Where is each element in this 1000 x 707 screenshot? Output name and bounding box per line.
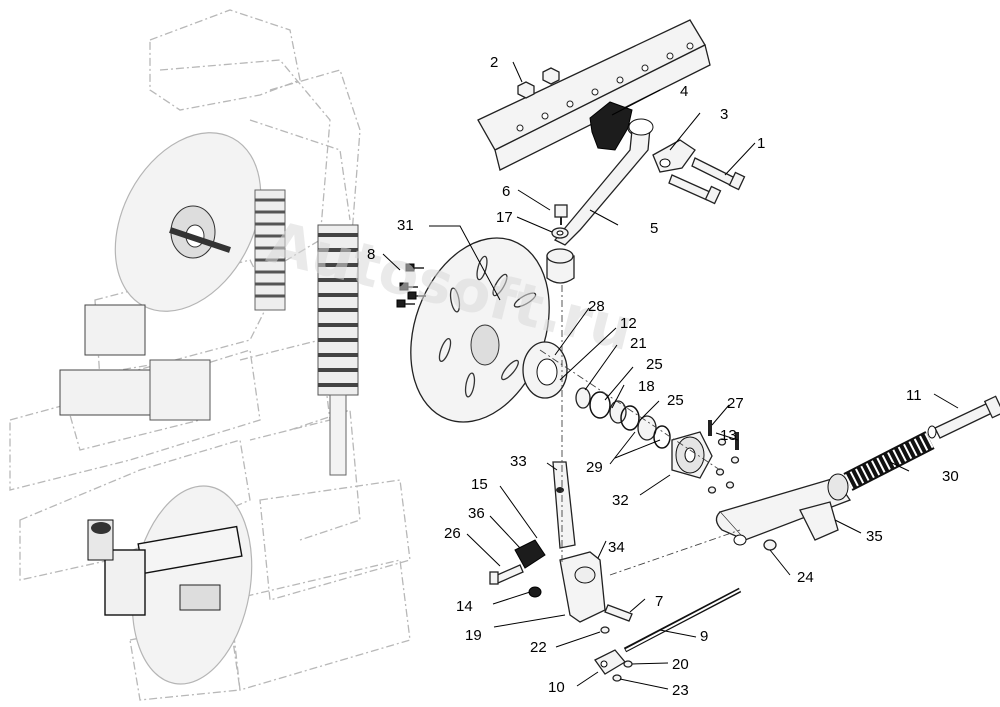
screws-part-8: [396, 263, 426, 308]
rod-part-9: [623, 587, 742, 653]
bearing-rings: [575, 387, 671, 449]
lower-left-disc: [87, 485, 253, 685]
link-part-10: [594, 649, 626, 675]
callout-23: 23: [672, 682, 689, 699]
callout-1: 1: [757, 135, 765, 152]
spring-assembly-right: [317, 224, 359, 476]
bolt-part-26: [489, 564, 524, 585]
callout-24: 24: [797, 569, 814, 586]
flange-part-28: [522, 341, 568, 399]
pins-parts-20-22-23: [600, 626, 633, 682]
callout-21: 21: [630, 335, 647, 352]
bolt-part-6: [554, 204, 568, 225]
callout-6: 6: [502, 183, 510, 200]
washer-part-17: [551, 227, 569, 239]
callout-25b: 25: [667, 392, 684, 409]
callout-34: 34: [608, 539, 625, 556]
callout-33: 33: [510, 453, 527, 470]
callout-25a: 25: [646, 356, 663, 373]
assembly-axes: [539, 285, 741, 576]
callout-2: 2: [490, 54, 498, 71]
callout-4: 4: [680, 83, 688, 100]
bushing: [546, 248, 575, 284]
nut-part-14: [528, 586, 542, 598]
callout-32: 32: [612, 492, 629, 509]
callout-14: 14: [456, 598, 473, 615]
tube-part-35: [715, 473, 852, 546]
callout-labels: 1 2 3 4 5 6 7 8 9 10 11 12 13 14 15 17 1…: [367, 54, 959, 699]
callout-8: 8: [367, 246, 375, 263]
callout-26: 26: [444, 525, 461, 542]
callout-7: 7: [655, 593, 663, 610]
callout-22: 22: [530, 639, 547, 656]
nuts-part-2: [517, 67, 560, 99]
callout-30: 30: [942, 468, 959, 485]
callout-29: 29: [586, 459, 603, 476]
callout-28: 28: [588, 298, 605, 315]
bolt-part-11: [927, 395, 1000, 439]
callout-13: 13: [720, 427, 737, 444]
callout-35: 35: [866, 528, 883, 545]
bolts-part-1: [668, 157, 746, 205]
callout-15: 15: [471, 476, 488, 493]
callout-31: 31: [397, 217, 414, 234]
callout-leaders: [382, 61, 959, 690]
block-part-34: [559, 551, 606, 623]
callout-20: 20: [672, 656, 689, 673]
callout-19: 19: [465, 627, 482, 644]
arm-part-5: [553, 118, 654, 246]
callout-10: 10: [548, 679, 565, 696]
bolt-part-7: [604, 604, 633, 622]
upper-left-disc: [114, 132, 262, 312]
callout-12: 12: [620, 315, 637, 332]
pin-part-24: [763, 539, 777, 551]
rod-part-33: [552, 461, 576, 549]
pin-part-27: [708, 420, 739, 450]
hub-part-32: [671, 431, 713, 479]
callout-17: 17: [496, 209, 513, 226]
spring-part-30: [843, 431, 935, 491]
callout-27: 27: [727, 395, 744, 412]
nuts-part-13: [707, 438, 740, 494]
callout-18: 18: [638, 378, 655, 395]
spring-assembly-left: [254, 189, 286, 311]
clamp-part-36: [514, 539, 546, 569]
callout-11: 11: [906, 387, 922, 404]
machine-frame-phantom: [9, 9, 411, 701]
callout-9: 9: [700, 628, 708, 645]
callout-5: 5: [650, 220, 658, 237]
frame-bracket-left: [59, 304, 211, 421]
callout-36: 36: [468, 505, 485, 522]
callout-3: 3: [720, 106, 728, 123]
